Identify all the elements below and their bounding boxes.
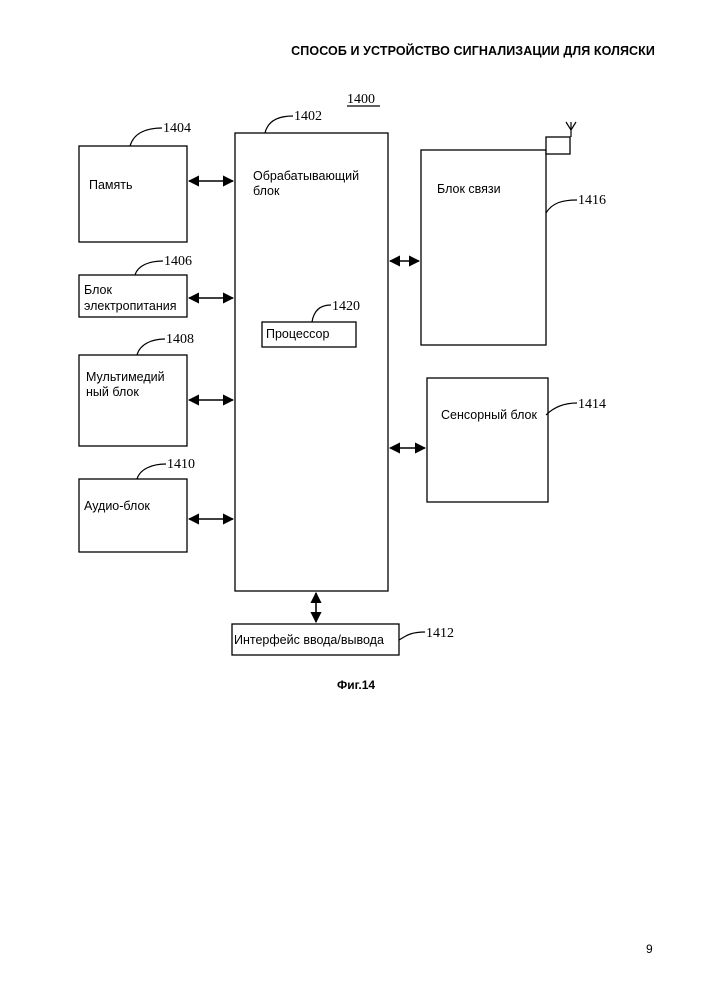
- memory-block-label: Память: [89, 178, 133, 192]
- figure-caption: Фиг.14: [337, 678, 375, 692]
- processing-block-label-line1: Обрабатывающий: [253, 169, 359, 183]
- memory-block-leader: [130, 128, 162, 146]
- power-block-label-line1: Блок: [84, 283, 112, 297]
- multimedia-block-leader: [137, 339, 165, 355]
- multimedia-block-label-line2: ный блок: [86, 385, 139, 399]
- multimedia-block: [79, 355, 187, 446]
- processing-block-ref: 1402: [294, 109, 322, 124]
- comm-block-leader: [546, 200, 577, 213]
- multimedia-block-label-line1: Мультимедий: [86, 370, 165, 384]
- sensor-block-leader: [546, 403, 577, 415]
- antenna-icon: [546, 137, 570, 154]
- memory-block-ref: 1404: [163, 121, 191, 136]
- comm-block-ref: 1416: [578, 193, 606, 208]
- processor-block-label: Процессор: [266, 327, 329, 341]
- processing-block-leader: [265, 116, 293, 133]
- memory-block: [79, 146, 187, 242]
- sensor-block-label: Сенсорный блок: [441, 408, 538, 422]
- power-block-label-line2: электропитания: [84, 299, 177, 313]
- processing-block: [235, 133, 388, 591]
- audio-block-ref: 1410: [167, 457, 195, 472]
- io-interface-block-label: Интерфейс ввода/вывода: [234, 633, 384, 647]
- comm-block: [421, 150, 546, 345]
- power-block-ref: 1406: [164, 254, 192, 269]
- io-interface-block-leader: [399, 632, 425, 640]
- diagram-ref-1400: 1400: [347, 92, 375, 107]
- audio-block-leader: [137, 464, 166, 479]
- audio-block-label: Аудио-блок: [84, 499, 150, 513]
- power-block-leader: [135, 261, 163, 275]
- sensor-block-ref: 1414: [578, 397, 606, 412]
- page-number: 9: [646, 942, 653, 956]
- audio-block: [79, 479, 187, 552]
- io-interface-block-ref: 1412: [426, 626, 454, 641]
- processor-block-ref: 1420: [332, 299, 360, 314]
- sensor-block: [427, 378, 548, 502]
- multimedia-block-ref: 1408: [166, 332, 194, 347]
- processing-block-label-line2: блок: [253, 184, 280, 198]
- comm-block-label: Блок связи: [437, 182, 501, 196]
